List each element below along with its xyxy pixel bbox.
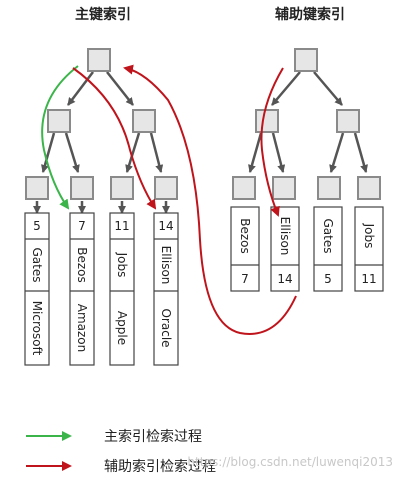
secondary-record: Ellison 14 <box>270 206 300 292</box>
primary-index-title: 主键索引 <box>75 6 131 23</box>
tree-edge <box>248 132 263 173</box>
tree-edge <box>41 132 56 173</box>
legend-label-secondary: 辅助索引检索过程 <box>104 458 216 475</box>
record-name: Gates <box>30 248 44 283</box>
record-id: 7 <box>78 219 86 233</box>
legend-label-primary: 主索引检索过程 <box>104 428 202 445</box>
record-company: Microsoft <box>30 301 44 356</box>
leaf-node <box>317 176 341 200</box>
secondary-lookup-path <box>123 64 297 335</box>
record-id: 14 <box>158 219 173 233</box>
root-node <box>294 48 318 72</box>
branch-node <box>132 109 156 133</box>
primary-record: 7 Bezos Amazon <box>69 212 95 366</box>
secondary-tree-edges <box>248 71 368 173</box>
record-name: Ellison <box>278 217 292 256</box>
record-id: 11 <box>114 219 129 233</box>
record-id: 7 <box>241 272 249 286</box>
watermark: https://blog.csdn.net/luwenqi2013 <box>187 455 393 469</box>
secondary-search-path-tree <box>260 67 284 217</box>
tree-edge <box>106 71 134 106</box>
record-name: Gates <box>321 219 335 254</box>
primary-record: 11 Jobs Apple <box>109 212 135 366</box>
leaf-node <box>154 176 178 200</box>
secondary-record: Gates 5 <box>313 206 343 292</box>
record-id: 11 <box>361 272 376 286</box>
leaf-node <box>25 176 49 200</box>
primary-record: 5 Gates Microsoft <box>24 212 50 366</box>
leaf-node <box>110 176 134 200</box>
primary-tree: 5 Gates Microsoft 7 Bezos Amazon 11 Jobs… <box>24 48 179 366</box>
tree-edge <box>64 132 80 173</box>
tree-edge <box>271 71 301 106</box>
record-id: 5 <box>324 272 332 286</box>
record-name: Jobs <box>362 223 376 249</box>
tree-edge <box>67 71 94 106</box>
secondary-tree: Bezos 7 Ellison 14 Gates 5 Jobs 11 <box>230 48 384 292</box>
leaf-node <box>357 176 381 200</box>
secondary-tree-nodes <box>232 48 381 200</box>
primary-search-path <box>41 65 79 210</box>
tree-edge <box>149 132 164 173</box>
secondary-record: Bezos 7 <box>230 206 260 292</box>
record-company: Amazon <box>75 304 89 353</box>
record-id: 14 <box>277 272 292 286</box>
secondary-record: Jobs 11 <box>354 206 384 292</box>
leaf-node <box>70 176 94 200</box>
tree-edge <box>313 71 343 106</box>
secondary-index-title: 辅助键索引 <box>275 6 345 23</box>
legend: 主索引检索过程 辅助索引检索过程 <box>26 428 216 475</box>
record-id: 5 <box>33 219 41 233</box>
tree-edge <box>125 132 141 173</box>
record-name: Jobs <box>115 252 129 278</box>
secondary-primary-descent-path <box>72 67 157 210</box>
primary-records: 5 Gates Microsoft 7 Bezos Amazon 11 Jobs… <box>24 212 179 366</box>
record-name: Bezos <box>238 218 252 254</box>
primary-record: 14 Ellison Oracle <box>153 212 179 366</box>
record-name: Bezos <box>75 247 89 283</box>
tree-edge <box>271 132 286 173</box>
record-company: Apple <box>115 311 129 345</box>
record-company: Oracle <box>159 308 173 347</box>
tree-edge <box>329 132 345 173</box>
legend-item-primary: 主索引检索过程 <box>26 428 202 445</box>
primary-tree-nodes <box>25 48 178 200</box>
secondary-records: Bezos 7 Ellison 14 Gates 5 Jobs 11 <box>230 206 384 292</box>
root-node <box>87 48 111 72</box>
leaf-node <box>232 176 256 200</box>
branch-node <box>336 109 360 133</box>
branch-node <box>255 109 279 133</box>
branch-node <box>47 109 71 133</box>
tree-edge <box>353 132 368 173</box>
legend-item-secondary: 辅助索引检索过程 <box>26 458 216 475</box>
primary-tree-edges <box>33 71 170 214</box>
leaf-node <box>272 176 296 200</box>
record-name: Ellison <box>159 246 173 285</box>
